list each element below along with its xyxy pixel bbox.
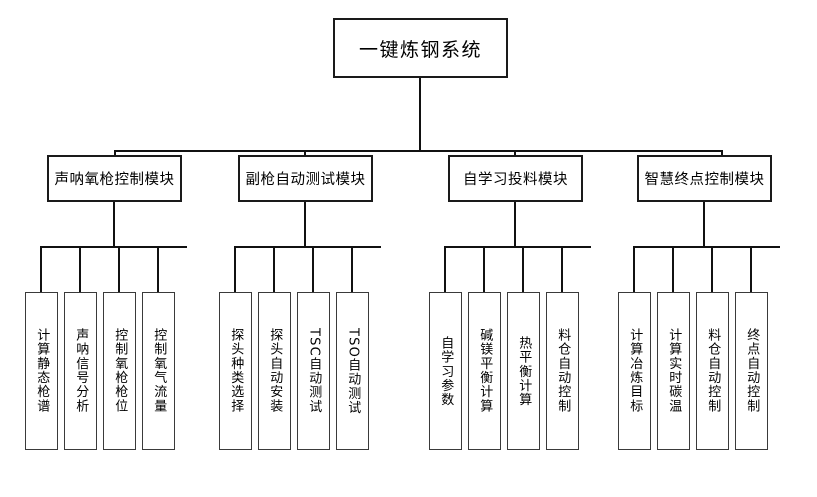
connector-leaf-drop-1-1 [40,246,42,293]
leaf-node-1-3-label: 控制氧枪枪位 [112,328,128,414]
leaf-node-3-1[interactable]: 自学习参数 [429,292,462,450]
connector-module-4-bus [633,246,780,248]
module-node-1[interactable]: 声呐氧枪控制模块 [47,155,182,202]
leaf-node-2-4-label: TSO自动测试 [345,327,361,415]
connector-leaf-drop-4-2 [672,246,674,293]
connector-leaf-drop-1-2 [79,246,81,293]
leaf-node-3-4-label: 料仓自动控制 [555,328,571,414]
connector-leaf-drop-3-2 [483,246,485,293]
leaf-node-4-1[interactable]: 计算冶炼目标 [618,292,651,450]
leaf-node-2-3-label: TSC自动测试 [306,328,322,414]
connector-leaf-drop-2-3 [312,246,314,293]
connector-leaf-drop-3-4 [561,246,563,293]
connector-module-2-stem [304,202,306,248]
connector-module-3-stem [514,202,516,248]
leaf-node-4-2[interactable]: 计算实时碳温 [657,292,690,450]
leaf-node-1-1[interactable]: 计算静态枪谱 [25,292,58,450]
connector-module-1-stem [113,202,115,248]
leaf-node-2-1[interactable]: 探头种类选择 [219,292,252,450]
leaf-node-3-2-label: 碱镁平衡计算 [477,328,493,414]
leaf-node-3-1-label: 自学习参数 [438,335,454,407]
connector-module-2-bus [234,246,381,248]
connector-leaf-drop-2-2 [273,246,275,293]
leaf-node-4-2-label: 计算实时碳温 [666,328,682,414]
leaf-node-4-4-label: 终点自动控制 [744,328,760,414]
leaf-node-1-3[interactable]: 控制氧枪枪位 [103,292,136,450]
leaf-node-1-1-label: 计算静态枪谱 [34,328,50,414]
connector-module-4-stem [703,202,705,248]
leaf-node-3-3[interactable]: 热平衡计算 [507,292,540,450]
connector-leaf-drop-1-3 [118,246,120,293]
module-node-4-label: 智慧终点控制模块 [644,172,765,188]
connector-module-1-bus [40,246,187,248]
leaf-node-2-1-label: 探头种类选择 [228,328,244,414]
leaf-node-2-4[interactable]: TSO自动测试 [336,292,369,450]
leaf-node-1-4-label: 控制氧气流量 [151,328,167,414]
leaf-node-1-4[interactable]: 控制氧气流量 [142,292,175,450]
connector-leaf-drop-4-1 [633,246,635,293]
leaf-node-2-3[interactable]: TSC自动测试 [297,292,330,450]
leaf-node-2-2-label: 探头自动安装 [267,328,283,414]
leaf-node-4-4[interactable]: 终点自动控制 [735,292,768,450]
root-node-label: 一键炼钢系统 [358,38,482,61]
connector-leaf-drop-2-4 [351,246,353,293]
connector-leaf-drop-3-1 [444,246,446,293]
leaf-node-3-4[interactable]: 料仓自动控制 [546,292,579,450]
module-node-4[interactable]: 智慧终点控制模块 [637,155,772,202]
connector-main-bus [114,150,723,152]
leaf-node-3-3-label: 热平衡计算 [516,335,532,407]
leaf-node-4-3[interactable]: 料仓自动控制 [696,292,729,450]
module-node-1-label: 声呐氧枪控制模块 [54,172,175,188]
connector-root-stem [419,78,421,151]
connector-leaf-drop-1-4 [157,246,159,293]
connector-leaf-drop-4-3 [711,246,713,293]
leaf-node-3-2[interactable]: 碱镁平衡计算 [468,292,501,450]
connector-leaf-drop-3-3 [522,246,524,293]
module-node-2-label: 副枪自动测试模块 [245,172,366,188]
leaf-node-2-2[interactable]: 探头自动安装 [258,292,291,450]
connector-leaf-drop-4-4 [750,246,752,293]
module-node-3-label: 自学习投料模块 [463,172,568,188]
module-node-3[interactable]: 自学习投料模块 [448,155,583,202]
leaf-node-4-1-label: 计算冶炼目标 [627,328,643,414]
root-node-one-key-steelmaking-system[interactable]: 一键炼钢系统 [333,18,508,78]
connector-module-3-bus [444,246,591,248]
connector-leaf-drop-2-1 [234,246,236,293]
leaf-node-4-3-label: 料仓自动控制 [705,328,721,414]
leaf-node-1-2[interactable]: 声呐信号分析 [64,292,97,450]
leaf-node-1-2-label: 声呐信号分析 [73,328,89,414]
module-node-2[interactable]: 副枪自动测试模块 [238,155,373,202]
